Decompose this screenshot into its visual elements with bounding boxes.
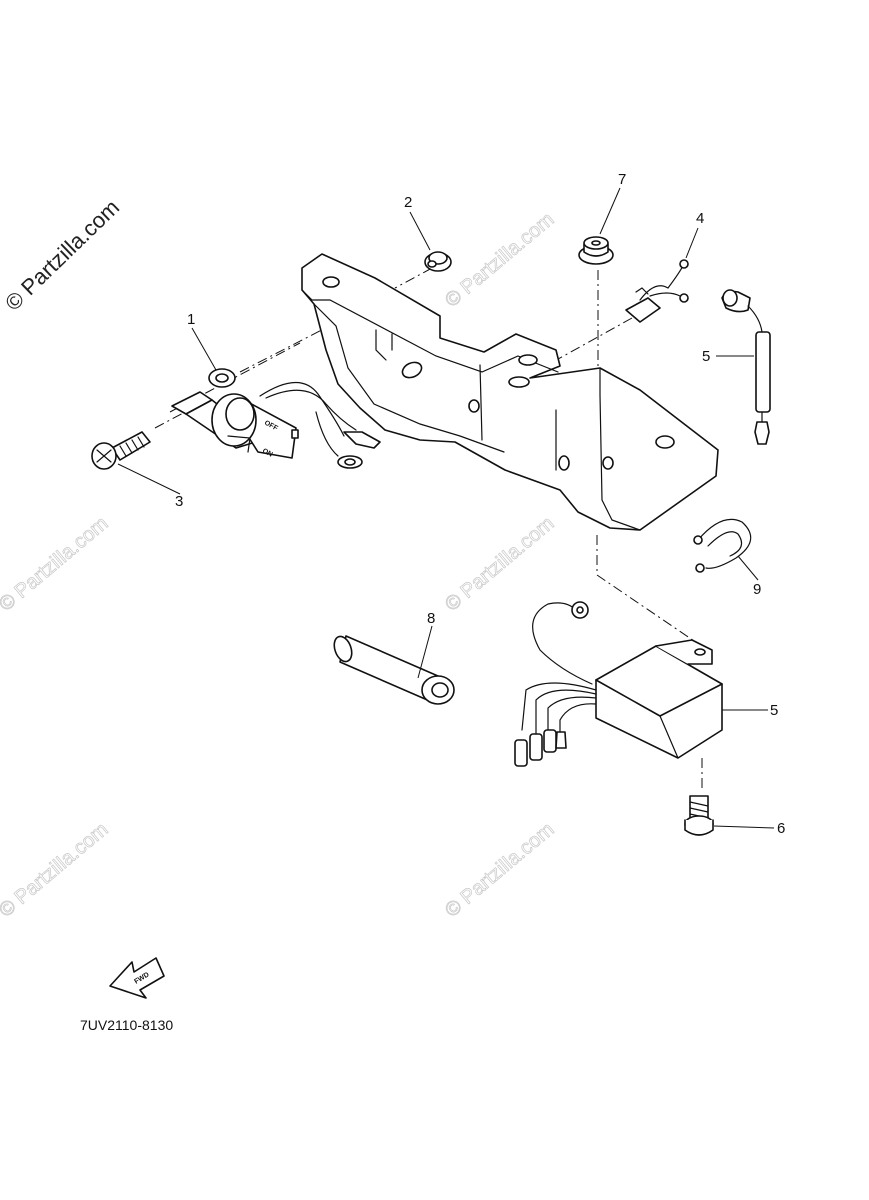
part-9-clamp [693,518,752,573]
callout-2: 2 [404,194,412,211]
leader-lines [117,187,775,829]
callout-3: 3 [175,493,183,510]
part-4-clip [625,259,689,323]
watermarks: © Partzilla.com © Partzilla.com © Partzi… [0,195,559,923]
watermark-low-center: © Partzilla.com [441,818,558,921]
bracket-hole-c [508,376,530,388]
callout-1: 1 [187,311,195,328]
watermark-top-center: © Partzilla.com [441,208,558,311]
diagram-code: 7UV2110-8130 [80,1017,173,1033]
part-7-nut [578,236,614,265]
callout-8: 8 [427,610,435,627]
callout-5-lower: 5 [770,702,778,719]
bracket-hole-d [518,354,538,366]
callout-5-upper: 5 [702,348,710,365]
callout-6: 6 [777,820,785,837]
callout-7: 7 [618,171,626,188]
part-6-bolt [684,795,714,836]
bracket-hole-b [401,361,423,379]
callout-9: 9 [753,581,761,598]
part-1-stop-switch: OFF ON [171,368,381,469]
watermark-mid-left: © Partzilla.com [0,512,112,615]
switch-on-label: ON [261,448,274,459]
bracket-hole-a [322,276,340,288]
bracket-hole-h [468,399,480,413]
bracket-hole-f [655,435,675,449]
watermark-low-left: © Partzilla.com [0,818,112,921]
part-5-sensor [721,289,771,445]
callouts: 1 2 3 4 5 5 6 7 8 9 [175,171,785,837]
part-5-cdi-unit [514,601,723,767]
part-8-tube [333,635,455,705]
part-3-screw [91,431,151,470]
watermark-primary: © Partzilla.com [0,195,124,316]
bracket-hole-e [602,456,614,470]
watermark-mid-center: © Partzilla.com [441,512,558,615]
fwd-arrow-icon: FWD [109,957,165,999]
mounting-bracket [301,253,719,531]
part-2-collar [424,251,452,272]
bracket-hole-g [558,455,570,471]
callout-4: 4 [696,210,704,227]
